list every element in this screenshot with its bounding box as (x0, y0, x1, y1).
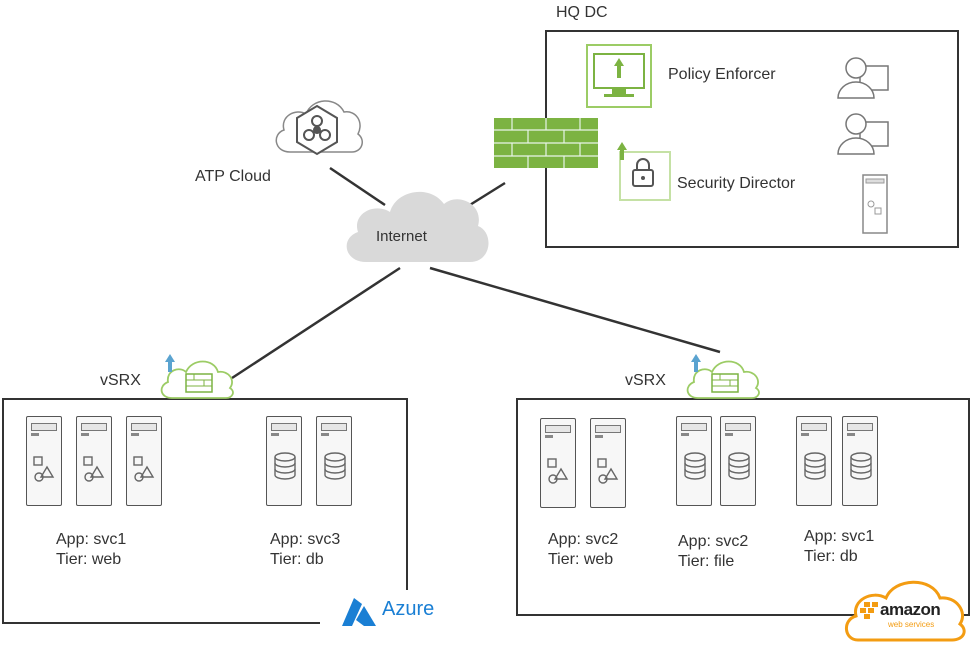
server-icon (76, 416, 112, 506)
group-app-label: App: svc2 (678, 533, 749, 550)
group-tier-label: Tier: db (804, 548, 858, 565)
group-tier-label: Tier: file (678, 553, 735, 570)
aws-site-box (516, 398, 970, 616)
group-app-label: App: svc2 (548, 531, 619, 548)
server-icon (862, 174, 888, 234)
lock-icon (612, 140, 672, 202)
aws-cloud-icon (845, 580, 966, 642)
monitor-icon (586, 44, 652, 108)
hq-dc-label: HQ DC (556, 4, 608, 21)
firewall-icon (494, 118, 598, 168)
group-tier-label: Tier: db (270, 551, 324, 568)
policy-enforcer-label: Policy Enforcer (668, 66, 776, 83)
vsrx-firewall-cloud-icon (682, 352, 762, 400)
group-tier-label: Tier: web (548, 551, 614, 568)
group-app-label: App: svc1 (56, 531, 127, 548)
server-icon (126, 416, 162, 506)
database-server-icon (842, 416, 878, 506)
group-app-label: App: svc3 (270, 531, 341, 548)
database-server-icon (796, 416, 832, 506)
server-icon (26, 416, 62, 506)
server-icon (590, 418, 626, 508)
link-internet-hq (464, 181, 506, 210)
database-server-icon (720, 416, 756, 506)
aws-logo: amazon web services (842, 574, 968, 644)
link-internet-aws (429, 266, 721, 354)
atp-cloud-label: ATP Cloud (195, 168, 271, 185)
vsrx-firewall-cloud-icon (156, 352, 236, 400)
internet-cloud-icon (338, 178, 494, 270)
internet-label: Internet (376, 228, 427, 245)
group-app-label: App: svc1 (804, 528, 875, 545)
aws-logo-subtext: web services (888, 620, 935, 629)
database-server-icon (266, 416, 302, 506)
database-server-icon (676, 416, 712, 506)
azure-logo-text: Azure (382, 598, 435, 620)
user-icon (836, 54, 892, 100)
vsrx-label: vSRX (100, 372, 141, 389)
aws-logo-text: amazon (880, 600, 941, 619)
azure-site-box (2, 398, 408, 624)
vsrx-label: vSRX (625, 372, 666, 389)
security-director-label: Security Director (677, 175, 796, 192)
link-internet-azure (231, 266, 401, 380)
link-atp-internet (329, 166, 386, 207)
server-icon (540, 418, 576, 508)
azure-logo-icon (342, 598, 376, 626)
biohazard-cloud-icon (270, 88, 364, 174)
database-server-icon (316, 416, 352, 506)
group-tier-label: Tier: web (56, 551, 122, 568)
user-icon (836, 110, 892, 156)
azure-logo: Azure (320, 590, 456, 634)
